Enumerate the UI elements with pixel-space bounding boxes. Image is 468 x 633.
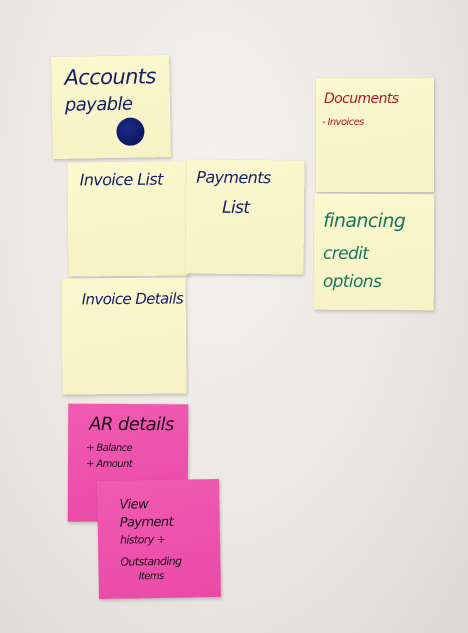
documents-item-invoices: - Invoices xyxy=(322,117,364,128)
sticky-note-accounts-payable: Accounts payable xyxy=(51,54,171,160)
invoice-list-label: Invoice List xyxy=(79,169,163,190)
view-payment-line3: history + xyxy=(119,532,166,547)
ar-details-item-amount: + Amount xyxy=(85,458,133,471)
sticky-note-payments-list: Payments List xyxy=(185,159,305,275)
view-payment-line5: Items xyxy=(138,570,164,583)
ar-details-title: AR details xyxy=(89,413,174,436)
sticky-note-invoice-list: Invoice List xyxy=(67,161,189,277)
financing-line2: credit xyxy=(322,243,369,264)
payments-list-line2: List xyxy=(221,197,250,219)
invoice-details-label: Invoice Details xyxy=(81,289,184,309)
accounts-payable-line1: Accounts xyxy=(64,64,156,90)
documents-title: Documents xyxy=(324,91,399,107)
view-payment-line4: Outstanding xyxy=(120,554,182,569)
payments-list-line1: Payments xyxy=(196,167,271,188)
view-payment-line2: Payment xyxy=(119,514,174,531)
blue-dot-sticker xyxy=(116,117,145,146)
sticky-note-financing: financing credit options xyxy=(313,193,435,311)
sticky-note-documents: Documents - Invoices xyxy=(316,78,434,192)
accounts-payable-line2: payable xyxy=(64,93,133,116)
ar-details-item-balance: + Balance xyxy=(86,442,133,455)
sticky-note-invoice-details: Invoice Details xyxy=(61,277,187,395)
sticky-note-view-payment-history: View Payment history + Outstanding Items xyxy=(96,478,222,600)
view-payment-line1: View xyxy=(119,497,149,513)
financing-line3: options xyxy=(322,271,382,293)
financing-line1: financing xyxy=(323,209,406,233)
